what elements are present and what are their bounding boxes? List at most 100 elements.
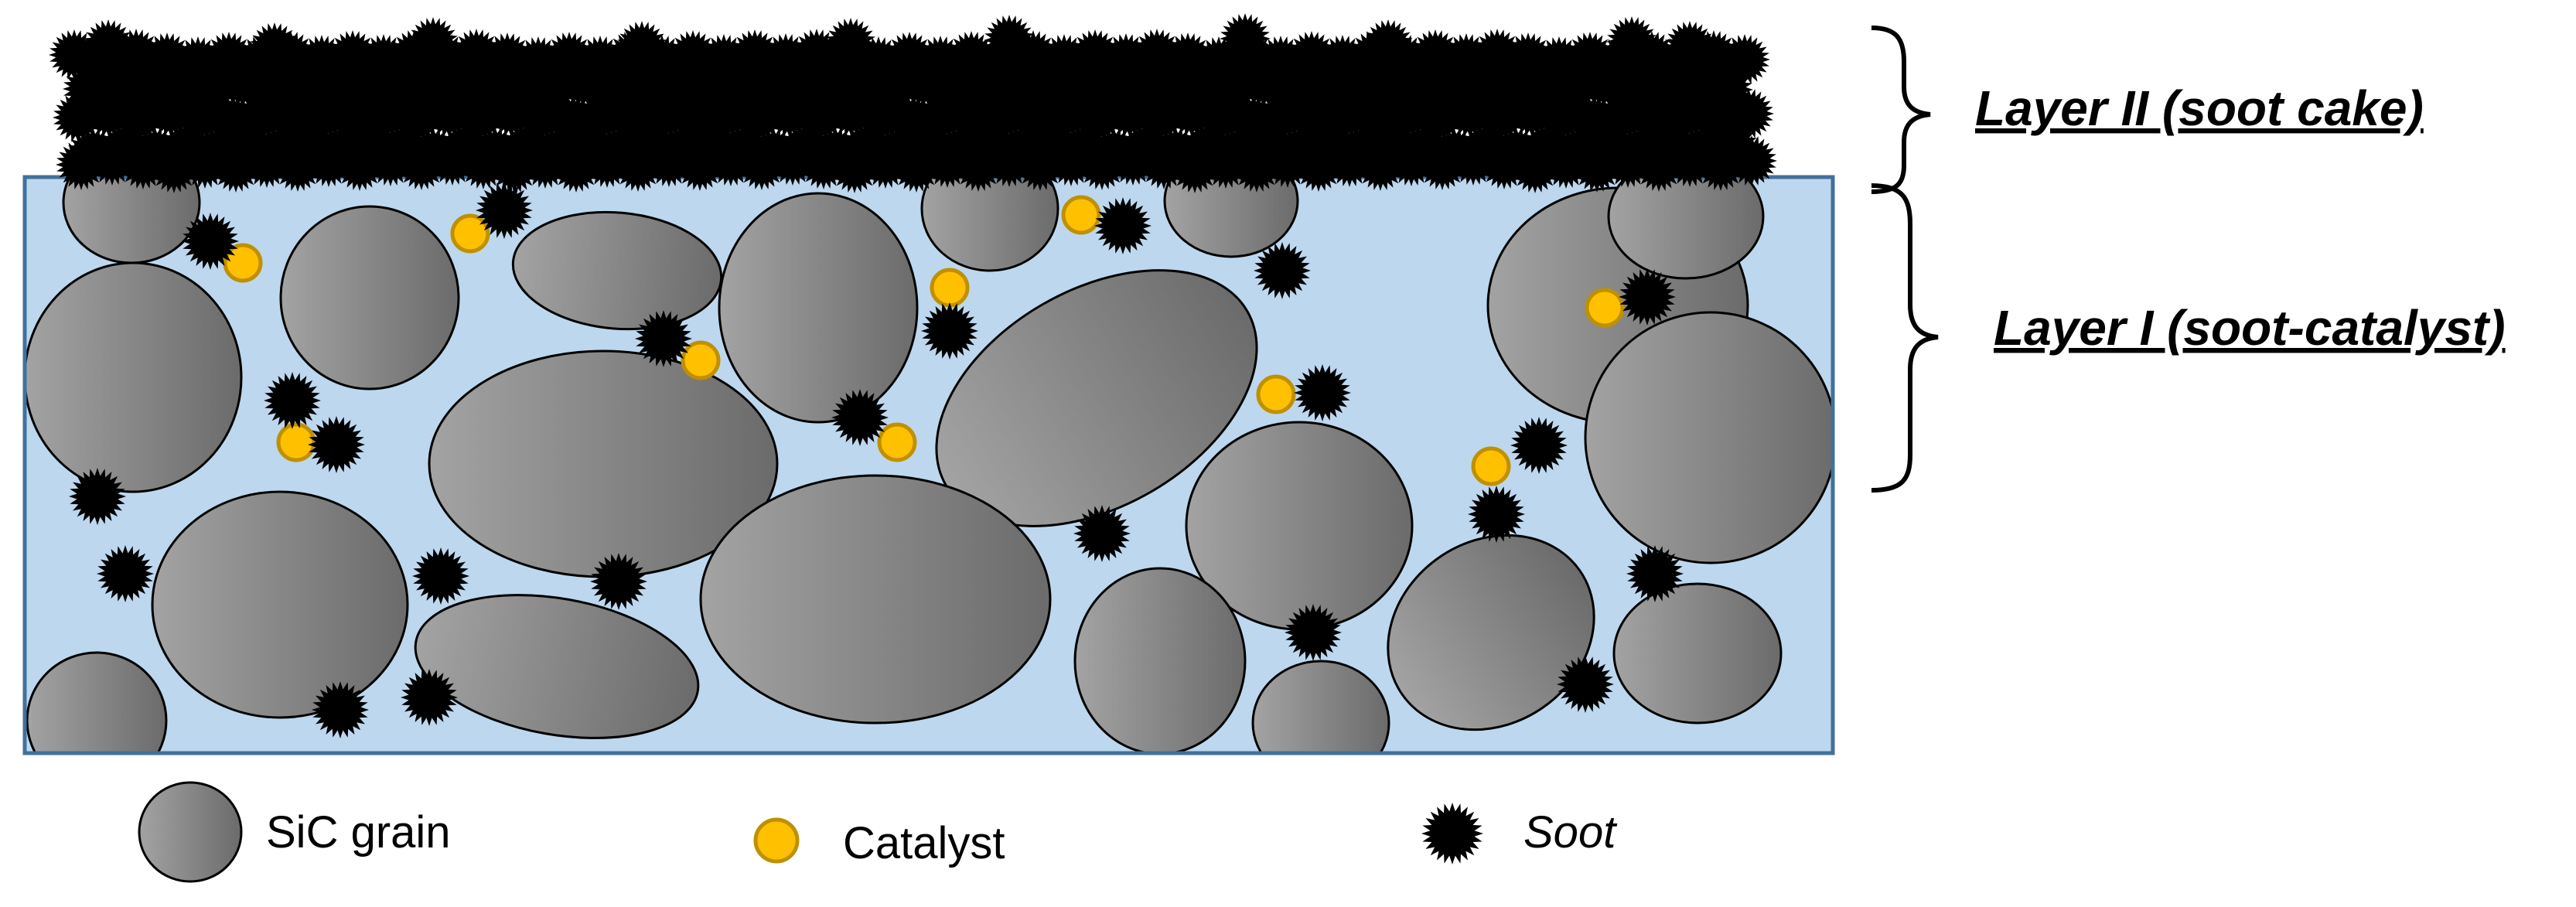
sic-grain — [1387, 534, 1595, 731]
soot-cake-particle — [1169, 142, 1220, 193]
soot-cake-particle — [1076, 139, 1128, 190]
soot-cake-group — [49, 13, 1777, 193]
soot-particle — [590, 553, 647, 610]
sic-grain — [1612, 582, 1783, 725]
soot-cake-particle — [1695, 140, 1746, 191]
soot-particle — [1254, 242, 1311, 299]
catalyst-particle — [450, 213, 490, 254]
soot-particle — [1557, 656, 1614, 713]
sic-grain — [1607, 177, 1765, 280]
soot-particle — [1285, 604, 1342, 661]
sic-grain — [1163, 177, 1299, 258]
soot-cake-particle — [1571, 142, 1622, 193]
soot-particle — [182, 213, 239, 270]
soot-particle — [1468, 486, 1525, 543]
catalyst-particle — [681, 340, 721, 380]
catalyst-particle — [1471, 446, 1511, 486]
catalyst-particle — [877, 422, 917, 462]
sic-grains-group — [25, 177, 1833, 753]
sic-grain — [718, 192, 919, 424]
soot-particle — [1073, 505, 1131, 562]
layer-1-brace — [1871, 183, 1939, 493]
legend-soot-swatch — [1421, 803, 1483, 864]
soot-cake-particle — [953, 141, 1004, 192]
soot-cake-particle — [674, 140, 725, 191]
legend-catalyst-label: Catalyst — [843, 818, 1005, 868]
soot-cake-particle — [1726, 135, 1777, 186]
legend-sic-grain-swatch — [138, 781, 243, 883]
sic-grain — [699, 474, 1052, 725]
soot-cake-particle — [891, 142, 942, 193]
soot-cake-particle — [616, 21, 667, 72]
soot-particle — [97, 545, 154, 602]
legend: SiC grain Catalyst Soot — [138, 781, 1618, 883]
soot-cake-particle — [1417, 139, 1468, 190]
soot-cake-particle — [1606, 16, 1657, 67]
soot-particle — [831, 389, 889, 446]
layer-2-brace — [1871, 26, 1931, 194]
catalyst-particle — [1256, 374, 1296, 414]
soot-cake-particle — [53, 92, 104, 143]
soot-particle — [1510, 417, 1568, 474]
sic-grain — [1251, 660, 1390, 753]
soot-cake-particle — [1664, 21, 1715, 72]
soot-particles-group — [69, 182, 1684, 738]
soot-particle — [264, 372, 321, 429]
soot-particle — [635, 310, 692, 367]
legend-soot-label: Soot — [1523, 807, 1618, 858]
legend-sic-grain-label: SiC grain — [266, 807, 451, 858]
sic-grain — [279, 205, 460, 390]
soot-particle — [308, 416, 365, 473]
soot-cake-particle — [334, 140, 385, 191]
soot-cake-particle — [1293, 141, 1344, 192]
layer-1-label: Layer I (soot-catalyst) — [1994, 300, 2506, 356]
catalyst-particle — [223, 243, 263, 283]
soot-cake-particle — [1220, 13, 1271, 64]
soot-cake-particle — [396, 139, 447, 190]
soot-cake-particle — [612, 141, 664, 192]
soot-cake-particle — [56, 139, 107, 190]
soot-cake-particle — [1355, 140, 1406, 191]
catalyst-particle — [276, 422, 316, 462]
layer-2-label: Layer II (soot cake) — [1975, 80, 2424, 136]
catalyst-particles-group — [223, 195, 1625, 486]
soot-cake-particle — [825, 18, 876, 69]
soot-cake-particle — [1633, 141, 1684, 192]
soot-cake-particle — [551, 142, 602, 193]
soot-cake-particle — [148, 142, 200, 193]
soot-cake-particle — [1510, 142, 1561, 193]
soot-particle — [401, 669, 458, 726]
sic-grain — [1073, 567, 1247, 753]
legend-catalyst-swatch — [753, 817, 800, 864]
legend-soot-icon — [1421, 803, 1483, 864]
soot-particle — [312, 681, 369, 738]
soot-cake-particle — [210, 142, 261, 193]
sic-grain — [151, 490, 409, 719]
soot-cake-particle — [408, 17, 459, 68]
soot-cake-particle — [83, 19, 134, 70]
soot-cake-particle — [1231, 142, 1282, 193]
soot-particle — [921, 302, 978, 360]
sic-grain — [414, 594, 700, 739]
catalyst-particle — [1061, 195, 1101, 235]
sic-grain — [1584, 311, 1833, 564]
catalyst-particle — [1585, 288, 1625, 328]
soot-cake-particle — [1363, 19, 1414, 70]
soot-particle — [69, 468, 126, 525]
soot-particle — [1626, 545, 1684, 602]
sic-grain — [26, 651, 168, 753]
soot-particle — [476, 182, 533, 239]
soot-cake-particle — [1015, 140, 1066, 191]
soot-cake-particle — [489, 142, 540, 193]
soot-particle — [1294, 364, 1351, 421]
soot-cake-particle — [829, 142, 880, 193]
soot-particle — [412, 547, 469, 605]
soot-cake-particle — [249, 22, 300, 73]
soot-cake-particle — [984, 15, 1035, 66]
sic-grain — [920, 177, 1059, 272]
soot-particle — [1619, 268, 1676, 326]
soot-cake-particle — [272, 141, 323, 192]
soot-cake-particle — [736, 139, 787, 190]
catalyst-particle — [930, 268, 970, 308]
